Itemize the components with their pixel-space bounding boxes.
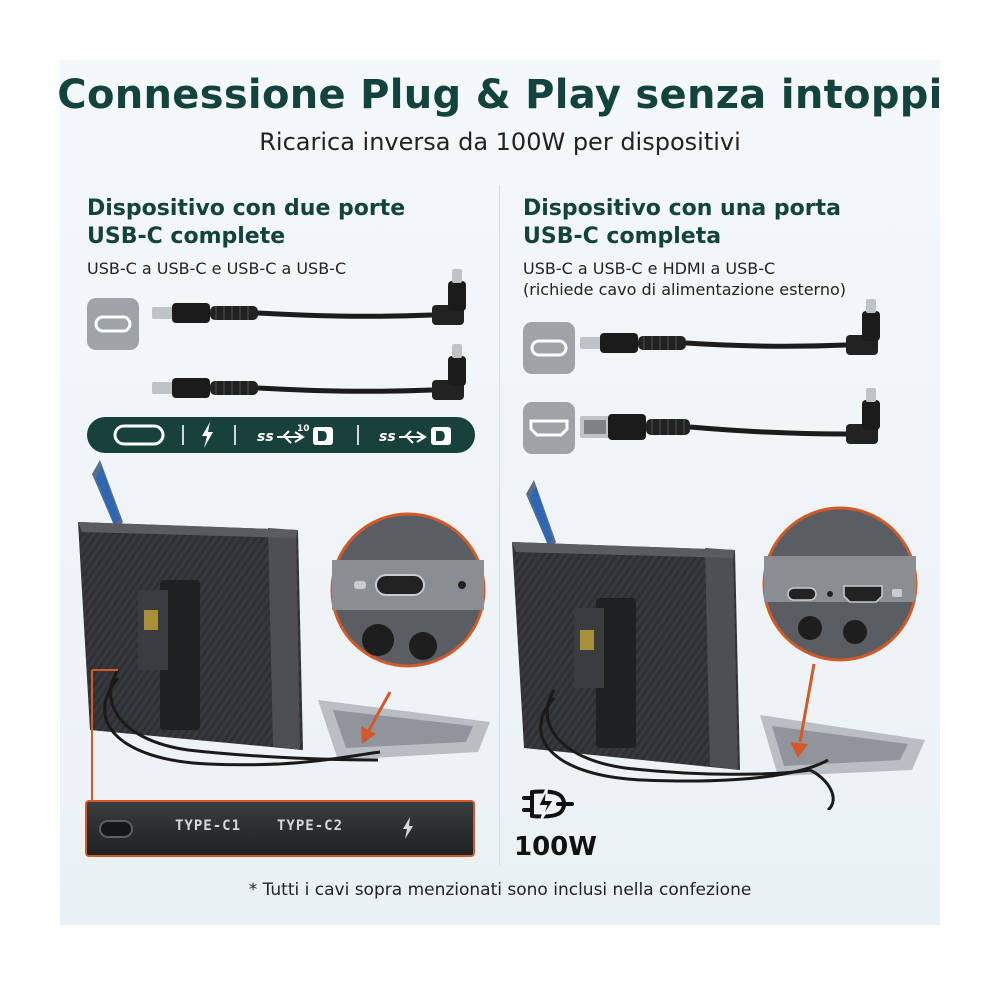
right-description-line2: (richiede cavo di alimentazione esterno) — [523, 280, 847, 299]
usb-c-port-icon — [523, 322, 575, 374]
footnote: * Tutti i cavi sopra menzionati sono inc… — [248, 880, 752, 900]
side-ports-closeup: TYPE-C1 TYPE-C2 — [85, 800, 475, 857]
bar-separator — [182, 425, 184, 445]
usb-c-port-icon — [87, 298, 139, 350]
ss-label: ss — [257, 429, 274, 445]
power-plug-lightning-icon — [522, 787, 574, 821]
power-rating-label: 100W — [514, 832, 597, 862]
superspeed-10-displayport-icon: ss 10 — [255, 417, 345, 453]
page-subtitle: Ricarica inversa da 100W per dispositivi — [259, 128, 741, 156]
right-description-line1: USB-C a USB-C e HDMI a USB-C — [523, 259, 776, 278]
power-button-icon — [99, 820, 133, 838]
ss10-superscript: 10 — [297, 424, 310, 434]
type-c2-label: TYPE-C2 — [277, 818, 344, 834]
usb-c-cable-2 — [152, 344, 466, 400]
bar-separator — [234, 425, 236, 445]
left-heading: Dispositivo con due porte USB-C complete — [87, 195, 405, 251]
right-heading-line1: Dispositivo con una porta — [523, 196, 841, 221]
usb-c-port-icon — [109, 417, 169, 453]
lightning-icon — [403, 817, 413, 839]
background-panel — [60, 60, 940, 925]
laptop-with-monitor-illustration-2 — [512, 480, 925, 810]
right-description: USB-C a USB-C e HDMI a USB-C (richiede c… — [523, 258, 846, 300]
bar-separator — [357, 425, 359, 445]
page-title: Connessione Plug & Play senza intoppi — [57, 72, 943, 118]
right-heading-line2: USB-C completa — [523, 224, 722, 249]
hdmi-cable — [580, 388, 880, 444]
usb-c-cable-3 — [580, 299, 880, 355]
superspeed-displayport-icon: ss — [377, 417, 467, 453]
left-heading-line2: USB-C complete — [87, 224, 286, 249]
thunderbolt-icon — [195, 417, 219, 453]
right-heading: Dispositivo con una porta USB-C completa — [523, 195, 841, 251]
port-capability-bar: ss 10 ss — [87, 417, 475, 453]
left-heading-line1: Dispositivo con due porte — [87, 196, 406, 221]
laptop-with-monitor-illustration — [78, 460, 490, 800]
column-divider — [499, 185, 500, 865]
hdmi-port-icon — [523, 402, 575, 454]
left-description: USB-C a USB-C e USB-C a USB-C — [87, 259, 347, 278]
ss-label-2: ss — [379, 429, 396, 445]
usb-c-cable-1 — [152, 269, 466, 325]
type-c1-label: TYPE-C1 — [175, 818, 242, 834]
